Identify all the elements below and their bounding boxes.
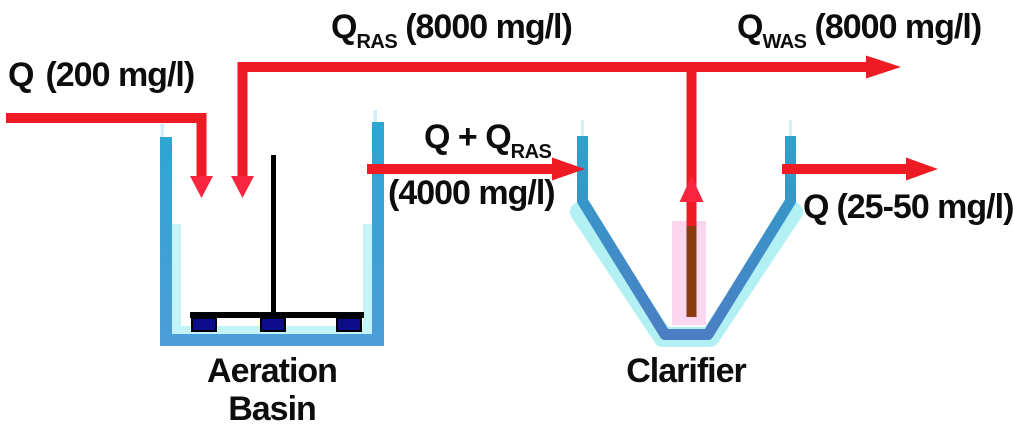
was-subscript: WAS — [762, 31, 807, 53]
basin-water-lining-right — [363, 224, 372, 334]
clarifier-right-wall-tip — [789, 120, 792, 136]
mixed-liquor-arrowhead-icon — [552, 157, 585, 181]
mixed-liquor-value: (4000 mg/l) — [388, 174, 556, 212]
clarifier-label: Clarifier — [626, 352, 746, 390]
ras-symbol: Q — [331, 8, 357, 46]
clarifier-wall — [577, 136, 796, 340]
was-label: QWAS (8000 mg/l) — [737, 8, 983, 52]
effluent-value: (25-50 mg/l) — [836, 188, 1014, 226]
flow-lines — [6, 55, 938, 226]
mixer-paddle-right — [336, 317, 362, 332]
basin-left-wall — [160, 137, 172, 346]
was-arrowhead-icon — [866, 55, 901, 79]
aeration-basin-label-line1: Aeration — [207, 352, 338, 390]
aeration-basin-label-line2: Basin — [228, 390, 317, 428]
aeration-basin-tank — [160, 110, 384, 346]
sludge-withdrawal-pipe — [686, 225, 697, 317]
mixer-paddle-center — [260, 317, 286, 332]
was-value: (8000 mg/l) — [814, 8, 983, 46]
mixer-assembly — [190, 155, 364, 332]
ras-value: (8000 mg/l) — [405, 8, 573, 46]
mixer-shaft — [271, 155, 276, 315]
ras-subscript: RAS — [356, 31, 398, 53]
clarifier-tank — [570, 120, 803, 347]
mixed-liquor-symbol: Q + Q — [424, 118, 512, 156]
basin-right-wall-tip — [373, 110, 377, 124]
mixed-liquor-subscript: RAS — [510, 141, 552, 163]
mixer-paddle-left — [191, 317, 217, 332]
effluent-arrowhead-icon — [906, 157, 938, 181]
effluent-symbol: Q — [803, 188, 829, 226]
influent-symbol: Q — [8, 56, 34, 94]
was-symbol: Q — [737, 8, 763, 46]
influent-label: Q (200 mg/l) — [8, 56, 195, 94]
influent-pipe — [6, 113, 207, 176]
mixer-crossbar — [190, 312, 364, 318]
effluent-label: Q(25-50 mg/l) — [803, 188, 1014, 226]
mixed-liquor-label-line1: Q + QRAS — [424, 118, 552, 162]
riser-up-arrowhead-icon — [679, 176, 704, 202]
basin-left-wall-tip — [160, 124, 164, 139]
aeration-basin-label: Aeration Basin — [160, 352, 384, 428]
basin-right-wall — [372, 122, 384, 346]
basin-water-lining-left — [172, 224, 181, 334]
ras-return-pipe — [237, 62, 866, 176]
influent-value: (200 mg/l) — [45, 56, 195, 94]
influent-arrowhead-icon — [190, 176, 213, 198]
ras-arrowhead-icon — [231, 176, 254, 198]
clarifier-left-wall-tip — [581, 120, 584, 136]
basin-bottom-wall — [160, 334, 384, 346]
mixed-liquor-label-line2: (4000 mg/l) — [388, 174, 556, 212]
ras-return-label: QRAS (8000 mg/l) — [331, 8, 573, 52]
